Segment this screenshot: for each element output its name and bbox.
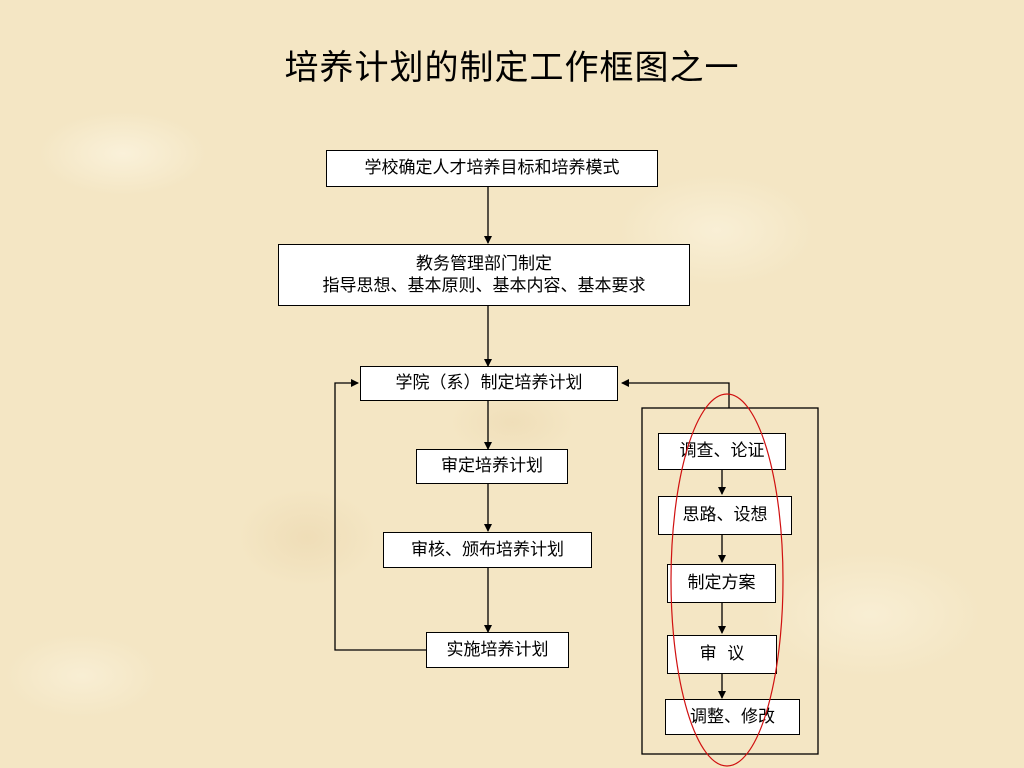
arrow-side-to-college (621, 379, 730, 408)
box-survey-label: 调查、论证 (679, 441, 765, 462)
box-implement-label: 实施培养计划 (446, 639, 549, 660)
box-guidance-line1: 教务管理部门制定 (416, 253, 552, 274)
box-approve: 审核、颁布培养计划 (383, 532, 592, 568)
box-deliberate: 审 议 (667, 635, 777, 674)
box-survey: 调查、论证 (658, 433, 786, 470)
box-review-label: 审定培养计划 (441, 456, 543, 477)
arrow-feedback-loop (334, 379, 426, 651)
box-plan-label: 制定方案 (687, 573, 756, 594)
box-plan: 制定方案 (667, 564, 776, 603)
box-implement: 实施培养计划 (426, 632, 569, 668)
box-review: 审定培养计划 (416, 449, 568, 484)
box-goals: 学校确定人才培养目标和培养模式 (326, 150, 658, 187)
box-adjust-label: 调整、修改 (690, 706, 775, 727)
box-deliberate-label: 审 议 (699, 644, 745, 665)
page-title: 培养计划的制定工作框图之一 (284, 48, 740, 88)
box-college: 学院（系）制定培养计划 (360, 366, 618, 401)
box-guidance-line2: 指导思想、基本原则、基本内容、基本要求 (322, 276, 646, 296)
box-ideas-label: 思路、设想 (682, 505, 768, 526)
box-guidance: 教务管理部门制定 指导思想、基本原则、基本内容、基本要求 (278, 244, 690, 306)
box-adjust: 调整、修改 (665, 699, 800, 735)
box-ideas: 思路、设想 (658, 496, 792, 535)
box-college-label: 学院（系）制定培养计划 (395, 373, 583, 394)
box-approve-label: 审核、颁布培养计划 (411, 539, 564, 560)
box-goals-label: 学校确定人才培养目标和培养模式 (364, 158, 620, 179)
